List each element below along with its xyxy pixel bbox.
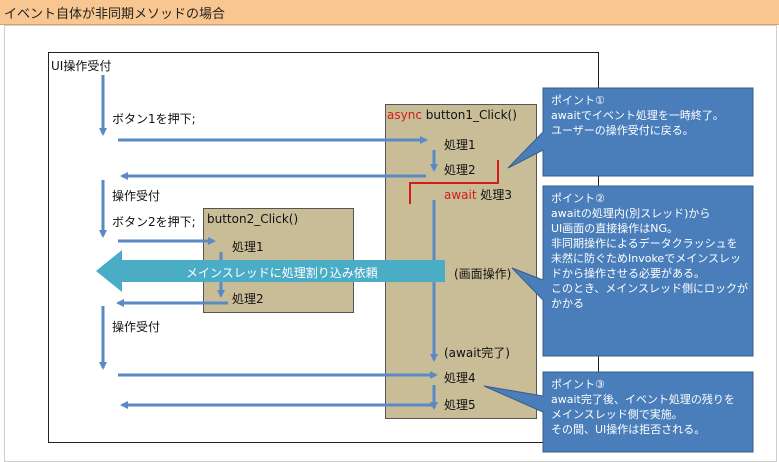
invoke-banner-text: メインスレッドに処理割り込み依頼 <box>186 266 378 280</box>
button1-name: button1_Click() <box>421 108 517 122</box>
callout-2-shape <box>511 185 754 357</box>
button1-click-box <box>385 104 537 419</box>
callout-2-line: 非同期操作によるデータクラッシュを <box>551 237 738 250</box>
b1-step5: 処理5 <box>444 398 476 412</box>
callout-2-line: 未然に防ぐためInvokeでメインスレッ <box>551 252 741 265</box>
callout-2-line: UI画面の直接操作はNG。 <box>551 222 679 235</box>
callout-1: ポイント① awaitでイベント処理を一時終了。 ユーザーの操作受付に戻る。 <box>551 93 724 138</box>
callout-1-line: awaitでイベント処理を一時終了。 <box>551 109 724 122</box>
title-bar: イベント自体が非同期メソッドの場合 <box>0 0 779 25</box>
button2-name: button2_Click() <box>207 212 299 226</box>
callout-3-line: メインスレッド側で実施。 <box>551 408 683 421</box>
callout-1-shape <box>507 87 754 177</box>
callout-2-line: このとき、メインスレッド側にロックが <box>551 282 749 295</box>
b2-step2: 処理2 <box>232 292 264 306</box>
b2-step1: 処理1 <box>232 240 264 254</box>
callout-3: ポイント③ await完了後、イベント処理の残りを メインスレッド側で実施。 そ… <box>551 377 735 437</box>
invoke-banner-arrow <box>96 250 445 292</box>
callout-3-title: ポイント③ <box>551 378 605 391</box>
await-keyword: await <box>444 188 477 202</box>
ui-accept-label: UI操作受付 <box>51 59 112 73</box>
await-highlight-bracket <box>409 160 499 204</box>
b1-step4: 処理4 <box>444 371 476 385</box>
b1-step3-label: 処理3 <box>476 188 513 202</box>
callout-2-line: かかる <box>551 297 584 310</box>
op-accept-label-1: 操作受付 <box>112 189 161 203</box>
callout-2: ポイント② awaitの処理内(別スレッド)から UI画面の直接操作はNG。 非… <box>551 191 748 311</box>
callout-2-title: ポイント② <box>551 192 605 205</box>
callout-2-line: awaitの処理内(別スレッド)から <box>551 207 711 220</box>
callout-3-line: await完了後、イベント処理の残りを <box>551 393 735 406</box>
await-done-label: (await完了) <box>444 346 510 360</box>
screen-op-label: (画面操作) <box>454 267 512 281</box>
callout-1-line: ユーザーの操作受付に戻る。 <box>551 124 694 137</box>
callout-2-line: ドから操作させる必要がある。 <box>551 267 705 280</box>
async-keyword: async <box>387 108 422 122</box>
b1-step1: 処理1 <box>444 138 476 152</box>
press-button1-label: ボタン1を押下; <box>112 112 196 126</box>
callout-1-title: ポイント① <box>551 94 605 107</box>
b1-step2: 処理2 <box>444 163 476 177</box>
callout-3-line: その間、UI操作は拒否される。 <box>551 423 706 436</box>
op-accept-label-2: 操作受付 <box>112 320 161 334</box>
callout-3-shape <box>483 371 754 453</box>
page-title: イベント自体が非同期メソッドの場合 <box>4 7 226 22</box>
b1-step3: await 処理3 <box>444 186 512 203</box>
press-button2-label: ボタン2を押下; <box>112 215 196 229</box>
button1-signature: async button1_Click() <box>387 108 517 122</box>
